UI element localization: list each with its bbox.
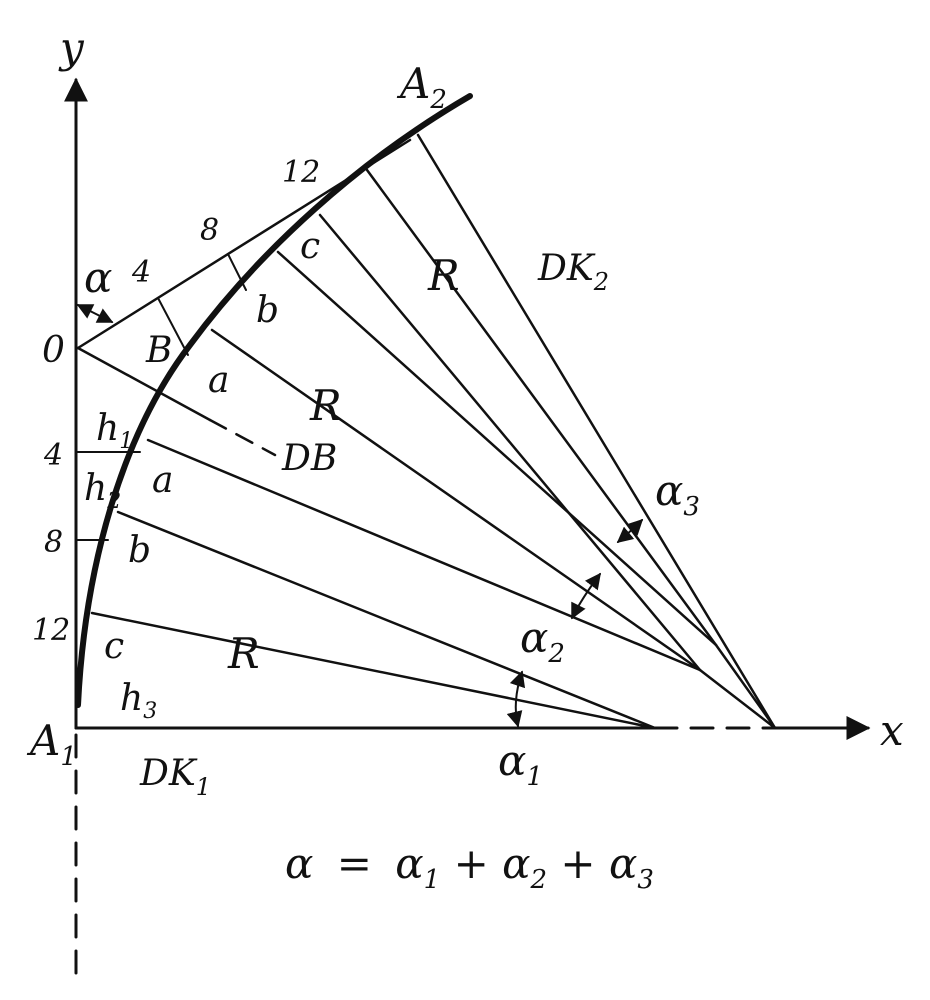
y-axis-label: y	[58, 23, 85, 72]
alpha3-arc	[616, 518, 644, 544]
db-dashed	[208, 418, 277, 457]
formula: α = α1 + α2 + α3	[285, 839, 654, 898]
offset-line	[157, 297, 189, 356]
radius-line	[146, 438, 702, 672]
y-tick-12: 12	[32, 613, 70, 648]
alpha3-label: α3	[655, 466, 700, 522]
alpha1-arc	[506, 670, 526, 728]
radius-label-upper: R	[427, 251, 460, 300]
radius-line	[416, 133, 777, 730]
radius-label-middle: R	[309, 381, 342, 430]
alpha-arc	[76, 304, 114, 323]
radius-line	[116, 510, 657, 730]
offset-line	[227, 253, 247, 291]
transition-curve	[75, 93, 473, 708]
alpha1-label: α1	[498, 736, 543, 792]
db-solid	[76, 346, 212, 422]
segment-letter-lower-c: c	[104, 626, 124, 667]
y-tick-4: 4	[43, 438, 63, 473]
alpha2-label: α2	[520, 613, 565, 669]
segment-letter-upper-c: c	[300, 226, 320, 267]
radius-line	[365, 168, 718, 647]
dk2-label: DK2	[537, 248, 609, 296]
segment-letter-lower-b: b	[128, 530, 151, 571]
radius-line	[318, 213, 702, 672]
radius-line	[698, 668, 777, 730]
point-a1-label: A1	[26, 716, 77, 772]
alpha-label: α	[84, 253, 112, 302]
segment-letter-upper-b: b	[256, 290, 279, 331]
radius-line	[276, 250, 718, 647]
radius-line	[210, 328, 702, 672]
radius-line	[714, 643, 777, 730]
h3-label: h3	[120, 678, 157, 724]
alpha2-arc	[571, 572, 601, 620]
tangent-tick-12: 12	[282, 155, 320, 190]
origin-label: 0	[42, 330, 65, 371]
point-a2-label: A2	[396, 59, 447, 115]
radius-line	[90, 611, 657, 730]
y-tick-8: 8	[44, 525, 63, 560]
x-axis-label: x	[880, 706, 904, 755]
tangent-tick-4: 4	[131, 255, 151, 290]
dk1-label: DK1	[139, 753, 211, 801]
segment-letter-upper-a: a	[208, 360, 229, 401]
tangent-tick-8: 8	[200, 213, 219, 248]
db-label: DB	[281, 438, 337, 479]
b-region-label: B	[145, 330, 172, 371]
h2-label: h2	[84, 468, 121, 514]
h1-label: h1	[96, 408, 133, 454]
tangent-line	[76, 138, 412, 350]
segment-letter-lower-a: a	[152, 460, 173, 501]
radius-label-lower: R	[227, 629, 260, 678]
